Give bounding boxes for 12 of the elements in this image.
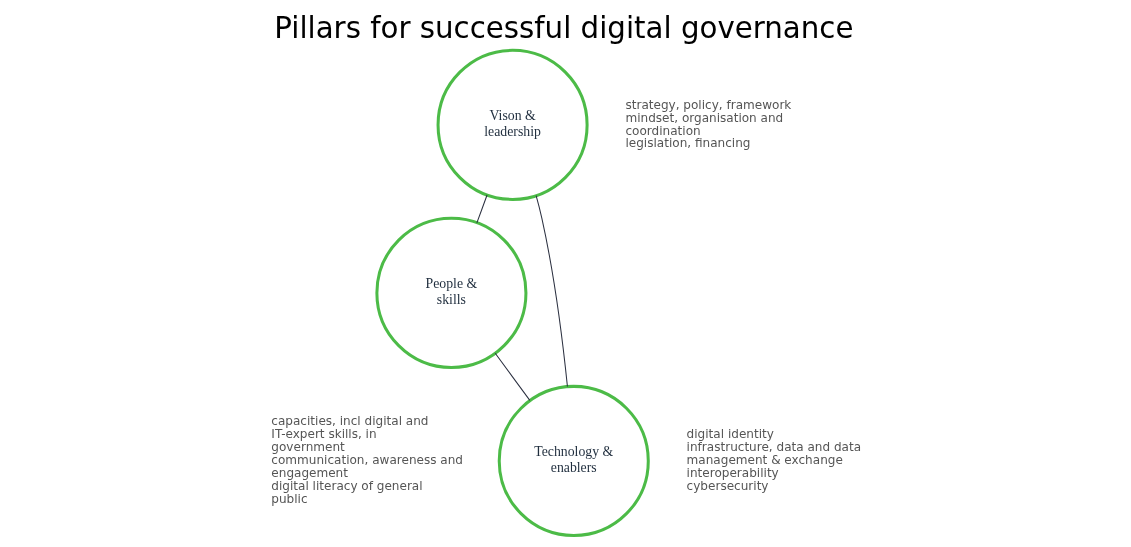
node-label: legislation, financing: [624, 136, 750, 151]
connector: [494, 352, 530, 401]
node-label: interoperability: [686, 466, 779, 481]
node-label: cybersecurity: [686, 478, 768, 493]
node-circle: Technology & enablers: [497, 384, 650, 537]
node-label: strategy, policy, framework: [624, 97, 791, 112]
connector: [535, 195, 568, 387]
node-circle: People & skills: [374, 216, 527, 369]
diagram-title: Pillars for successful digital governance: [273, 11, 853, 46]
node-circle: Vison & leadership: [436, 48, 589, 201]
node-label: digital identity: [686, 427, 774, 442]
connector: [475, 194, 488, 224]
